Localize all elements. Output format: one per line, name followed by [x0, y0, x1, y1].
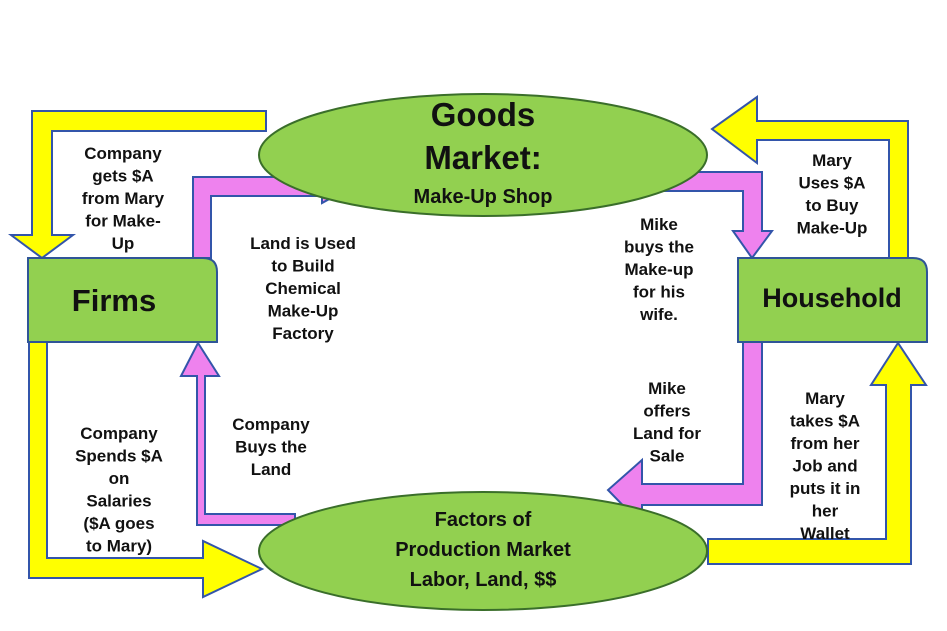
yellow-arrow-household-to-goods	[710, 95, 909, 259]
label-line: Company	[80, 424, 158, 443]
factors-market-oval	[258, 491, 708, 611]
label-line: Mary	[812, 151, 852, 170]
pink-arrow-factors-to-firms	[179, 340, 296, 526]
label-line: offers	[643, 402, 690, 421]
label-line: from Mary	[82, 189, 165, 208]
yellow-arrow-factors-to-household	[707, 341, 928, 565]
goods-market-oval	[258, 93, 708, 217]
firms-label: Firms	[72, 283, 156, 318]
label-line: wife.	[639, 305, 678, 324]
factors-market-line3: Labor, Land, $$	[410, 569, 557, 591]
label-line: gets $A	[92, 167, 153, 186]
label-line: Land is Used	[250, 234, 356, 253]
label-land-used: Land is Used to BuildChemicalMake-UpFacto…	[250, 234, 356, 343]
factors-market-line1: Factors of	[435, 509, 532, 531]
label-line: puts it in	[790, 479, 861, 498]
label-line: on	[109, 469, 130, 488]
label-line: her	[812, 502, 839, 521]
label-line: to Buy	[806, 196, 859, 215]
label-line: Mike	[640, 215, 678, 234]
label-line: buys the	[624, 238, 694, 257]
label-line: Make-up	[625, 260, 694, 279]
label-line: Company	[232, 415, 310, 434]
label-line: Sale	[650, 447, 685, 466]
label-line: Buys the	[235, 438, 307, 457]
label-line: to Mary)	[86, 537, 152, 556]
pink-arrow-goods-to-household	[639, 171, 774, 260]
label-line: ($A goes	[83, 514, 154, 533]
factors-market-line2: Production Market	[395, 539, 571, 561]
goods-market-title-line2: Market:	[424, 139, 541, 176]
goods-market-subtitle: Make-Up Shop	[414, 186, 553, 208]
label-line: Salaries	[86, 492, 151, 511]
label-line: Company	[84, 144, 162, 163]
label-line: Spends $A	[75, 447, 163, 466]
label-line: Make-Up	[268, 302, 339, 321]
label-line: for Make-	[85, 212, 161, 231]
label-company-gets: Company gets $A from Mary for Make- Up	[82, 144, 165, 253]
goods-market-title-line1: Goods	[431, 96, 536, 133]
yellow-arrow-firms-to-factors	[28, 341, 265, 599]
label-line: Land	[251, 460, 292, 479]
label-line: Job and	[792, 457, 857, 476]
firms-box	[27, 257, 218, 343]
label-line: Mike	[648, 379, 686, 398]
label-line: Wallet	[800, 524, 850, 543]
label-line: Uses $A	[798, 174, 865, 193]
label-line: Factory	[272, 324, 334, 343]
label-line: Up	[112, 234, 135, 253]
label-line: Chemical	[265, 279, 341, 298]
household-label: Household	[762, 283, 902, 313]
yellow-arrow-goods-to-firms	[7, 110, 267, 260]
household-box	[737, 257, 928, 343]
label-line: from her	[791, 434, 860, 453]
label-line: Land for	[633, 424, 701, 443]
label-line: to Build	[271, 257, 334, 276]
label-line: takes $A	[790, 412, 860, 431]
label-line: for his	[633, 283, 685, 302]
label-line: Make-Up	[797, 219, 868, 238]
label-line: Mary	[805, 389, 845, 408]
